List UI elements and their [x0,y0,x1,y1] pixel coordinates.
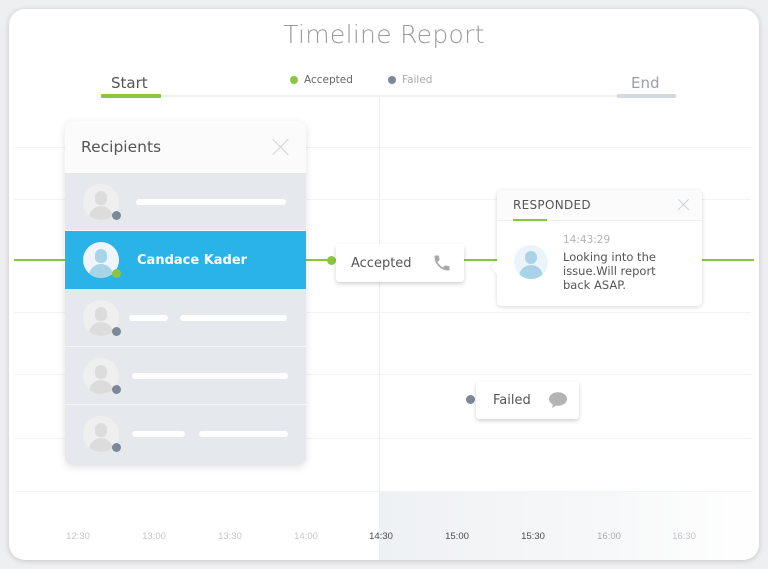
recipient-row[interactable] [65,405,306,463]
time-tick-current: 14:30 [369,531,393,542]
responded-message: Looking into the issue.Will report back … [563,250,656,292]
responded-header: RESPONDED [497,190,702,221]
failed-dot-icon [388,76,396,84]
time-tick: 14:00 [294,531,318,542]
gridline [14,491,751,492]
range-start-label[interactable]: Start [111,74,148,92]
time-tick: 16:30 [672,531,696,542]
popup-pointer [490,261,503,274]
legend-accepted-label: Accepted [304,74,353,86]
status-accepted-icon [112,269,121,278]
chat-bubble-icon [548,391,568,413]
gridline [14,374,751,375]
accepted-event-label: Accepted [351,255,412,271]
range-track[interactable] [101,95,676,97]
recipient-row[interactable] [65,173,306,231]
avatar [514,245,548,279]
range-end-label[interactable]: End [631,74,660,92]
time-tick: 15:00 [445,531,469,542]
failed-event-card[interactable]: Failed [476,381,579,419]
status-failed-icon [112,443,121,452]
recipient-row[interactable] [65,347,306,405]
time-tick: 16:00 [597,531,621,542]
recipient-name: Candace Kader [137,252,248,268]
gridline [14,312,751,313]
recipient-row[interactable] [65,289,306,347]
legend-failed-label: Failed [402,74,433,86]
recipients-panel: Recipients Candace Kader [65,121,306,465]
current-time-line [379,97,380,560]
phone-icon [432,253,452,277]
recipient-row-selected[interactable]: Candace Kader [65,231,306,289]
time-tick: 15:30 [521,531,545,542]
gridline [14,199,751,200]
timeline-track-segment [306,259,336,261]
name-placeholder [136,198,286,205]
timeline-track-left [14,259,66,261]
responded-title: RESPONDED [513,198,591,212]
accepted-dot-icon [290,76,298,84]
recipients-title: Recipients [81,138,162,156]
name-placeholder [129,314,168,321]
time-tick: 12:30 [66,531,90,542]
close-icon[interactable] [272,138,290,156]
failed-event-label: Failed [493,392,531,408]
range-end-handle[interactable] [617,94,676,98]
time-tick: 13:30 [218,531,242,542]
status-failed-icon [112,326,121,336]
avatar [83,242,119,278]
accepted-marker[interactable] [327,256,336,265]
responded-time: 14:43:29 [563,234,611,246]
timeline-track-right [701,259,754,261]
time-tick: 13:00 [142,531,166,542]
gridline [14,438,751,439]
legend-failed: Failed [388,74,432,86]
legend-accepted: Accepted [290,74,353,86]
name-placeholder [180,314,287,321]
timeline-track-segment [464,259,499,261]
status-failed-icon [112,384,121,394]
name-placeholder [132,372,288,379]
gridline [14,147,751,148]
future-region [380,492,759,560]
close-icon[interactable] [678,199,690,211]
responded-underline [513,219,547,221]
accepted-event-card[interactable]: Accepted [336,244,464,282]
responded-popup: RESPONDED 14:43:29 Looking into the issu… [490,190,702,306]
name-placeholder [199,431,288,437]
name-placeholder [132,431,185,437]
page-title: Timeline Report [283,20,485,49]
timeline-report-card: Timeline Report Start End Accepted Faile… [9,9,759,560]
failed-marker[interactable] [466,395,475,404]
range-start-handle[interactable] [101,94,161,98]
recipients-header: Recipients [65,121,306,173]
status-failed-icon [112,210,121,220]
